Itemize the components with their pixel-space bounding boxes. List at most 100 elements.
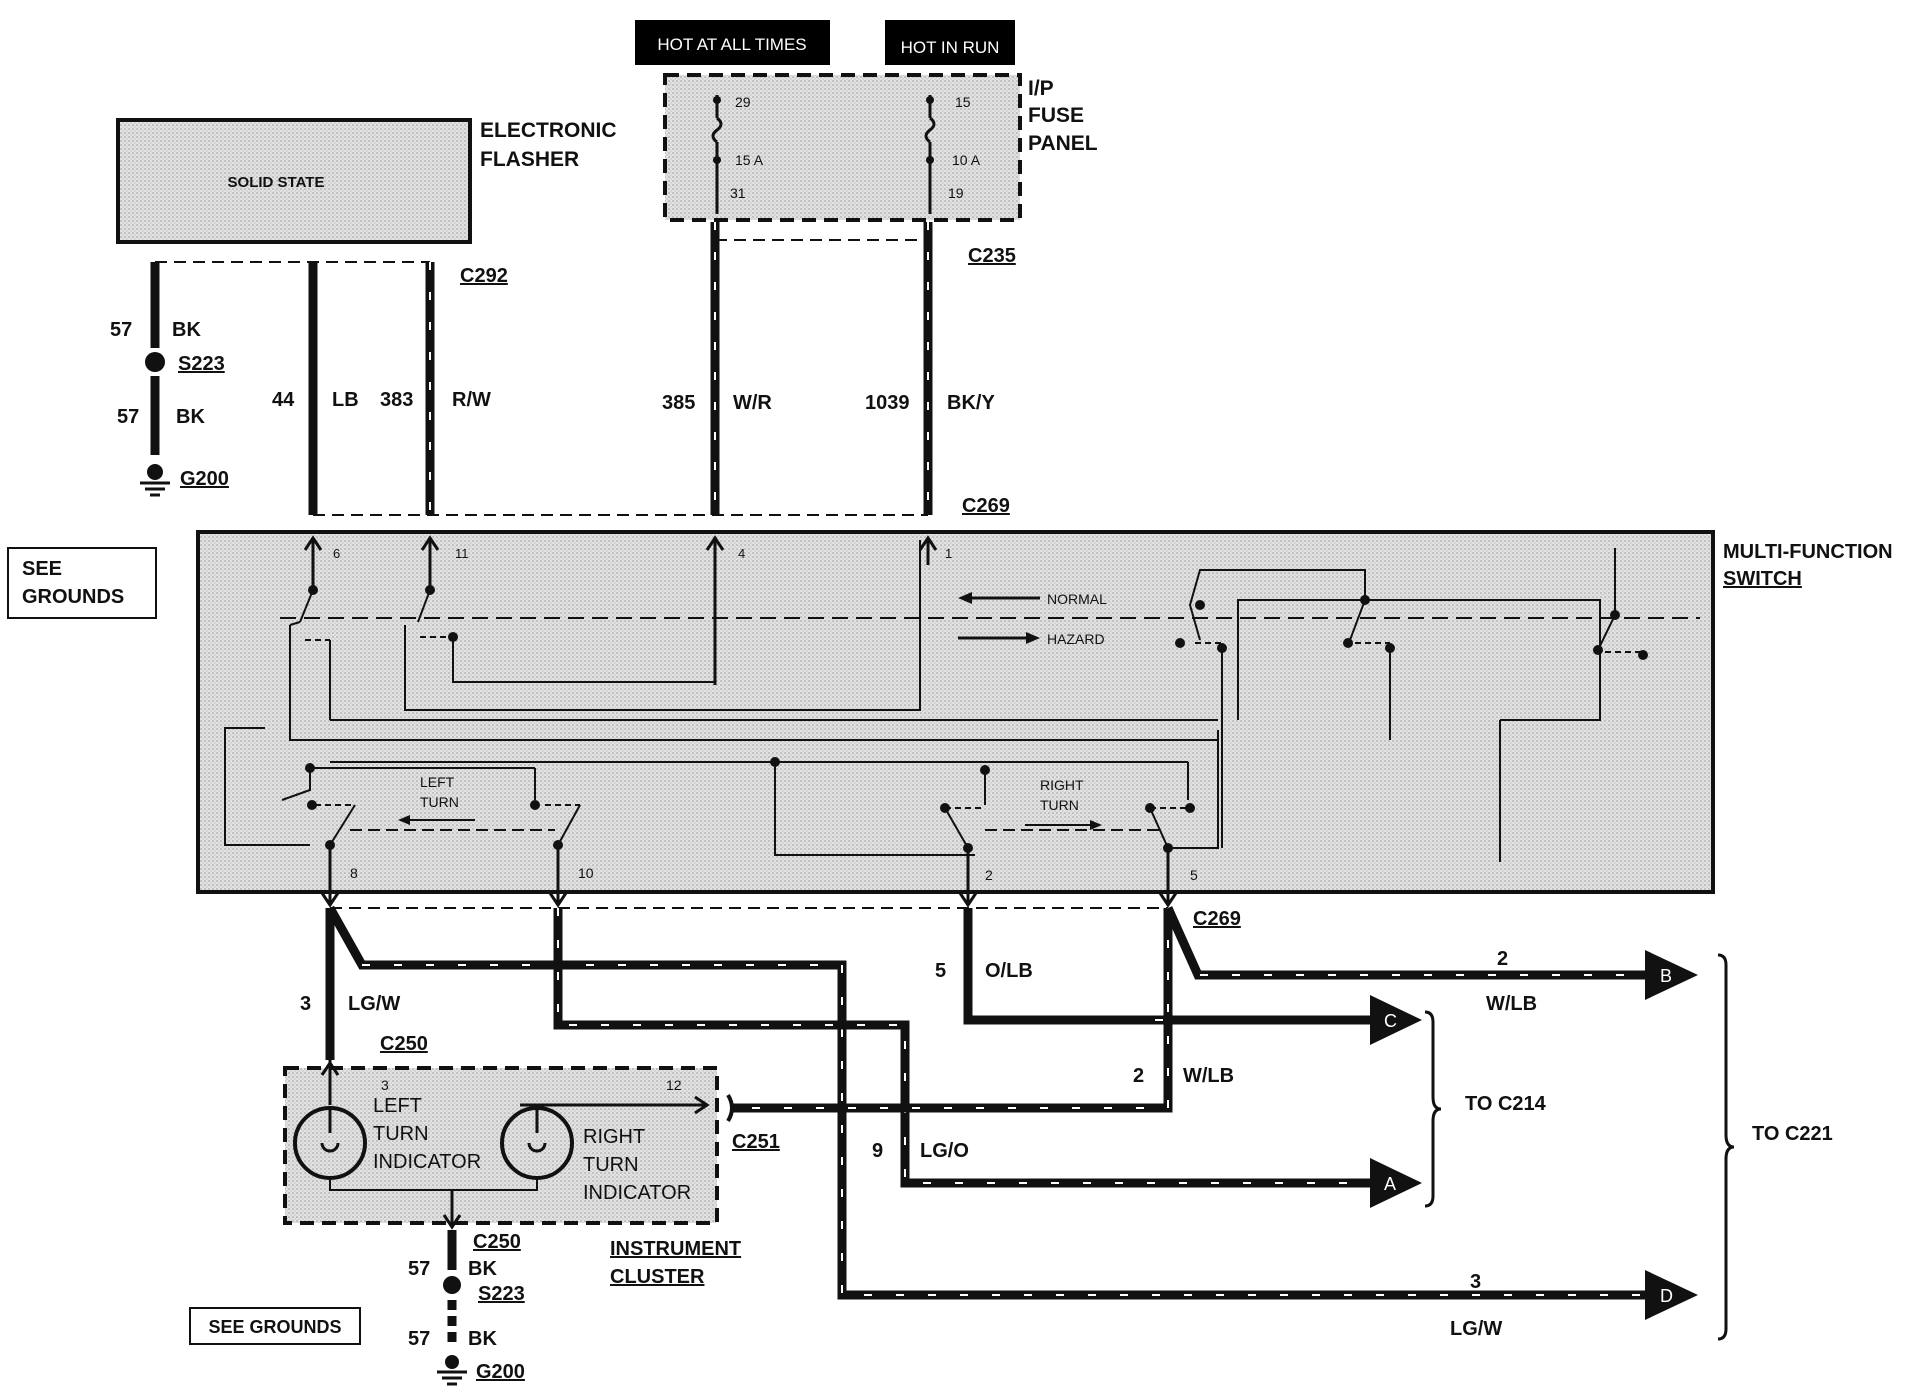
arrow-b-icon: B: [1645, 950, 1698, 1000]
wire-5-num: 5: [935, 960, 946, 982]
wire-385-wr: 385 W/R: [662, 222, 772, 515]
arrow-d-label: D: [1660, 1286, 1673, 1306]
mfs-pin-6: 6: [333, 546, 340, 561]
mfs-pin-1: 1: [945, 546, 952, 561]
gnd-top-wire1-num: 57: [110, 319, 132, 341]
right-turn-arrow-icon: [1025, 820, 1102, 830]
mfs-title-1: MULTI-FUNCTION: [1723, 541, 1893, 563]
arrow-a-label: A: [1384, 1174, 1396, 1194]
fuse-29-rating: 15 A: [735, 152, 764, 168]
wire-383-num: 383: [380, 389, 413, 411]
wire-383-color: R/W: [452, 389, 491, 411]
mfs-hazard: HAZARD: [1047, 631, 1105, 647]
brace-to-c214: [1424, 1010, 1442, 1208]
mfs-right-turn-1: RIGHT: [1040, 777, 1084, 793]
c251-label: C251: [732, 1131, 780, 1153]
wire-3-lgw: 3 LG/W: [300, 905, 1650, 1300]
wire-2-num: 2: [1133, 1065, 1144, 1087]
mfs-pin-8: 8: [350, 865, 358, 881]
gnd-top-ground: G200: [180, 468, 229, 490]
fuse-15: 15 10 A 19: [924, 94, 981, 214]
fuse-15-rating: 10 A: [952, 152, 981, 168]
left-indicator-3: INDICATOR: [373, 1151, 481, 1173]
gnd-bot-ground: G200: [476, 1361, 525, 1383]
see-grounds-l2: GROUNDS: [22, 586, 124, 608]
see-grounds-bottom-box: SEE GROUNDS: [189, 1307, 361, 1345]
wire-9-color: LG/O: [920, 1140, 969, 1162]
ground-symbol-icon: [140, 464, 170, 497]
left-turn-arrow-icon: [398, 815, 475, 825]
wire-9-num: 9: [872, 1140, 883, 1162]
wire-2-color: W/LB: [1183, 1065, 1234, 1087]
mfs-normal: NORMAL: [1047, 591, 1107, 607]
wire-383-rw: 383 R/W: [380, 262, 491, 515]
arrow-d-icon: D: [1645, 1270, 1698, 1320]
normal-arrow-icon: [958, 592, 1040, 604]
hot-at-all-times-label: HOT AT ALL TIMES: [657, 35, 806, 54]
wire-5-color: O/LB: [985, 960, 1033, 982]
fuse-15-top: 15: [955, 94, 971, 110]
wire-44-num: 44: [272, 389, 295, 411]
wire-44-lb: 44 LB: [272, 262, 359, 515]
c269-bottom-label: C269: [1193, 908, 1241, 930]
mfs-pin-2: 2: [985, 867, 993, 883]
wire-9-lgo: 9 LG/O: [553, 908, 1375, 1188]
arrow-a-icon: A: [1370, 1158, 1422, 1208]
brace-to-c221: [1717, 953, 1735, 1341]
wire-3-num: 3: [300, 993, 311, 1015]
wire-3-color: LG/W: [348, 993, 400, 1015]
hot-in-run-label: HOT IN RUN: [901, 38, 1000, 57]
right-indicator-3: INDICATOR: [583, 1182, 691, 1204]
ground-circuit-bottom: C250 57 BK S223 57 BK G200: [408, 1230, 525, 1386]
see-grounds-bottom: SEE GROUNDS: [208, 1317, 341, 1337]
gnd-bot-wire1-num: 57: [408, 1258, 430, 1280]
c269-top-label: C269: [962, 495, 1010, 517]
mfs-left-turn-1: LEFT: [420, 774, 455, 790]
wire-44-color: LB: [332, 389, 359, 411]
see-grounds-l1: SEE: [22, 558, 62, 580]
ground-circuit-top: 57 BK S223 57 BK G200: [110, 262, 229, 497]
gnd-top-wire2-color: BK: [176, 406, 205, 428]
wire-to-b: 2 W/LB: [1163, 906, 1650, 1015]
flasher-title-2: FLASHER: [480, 148, 579, 171]
wire-1039-num: 1039: [865, 392, 910, 414]
gnd-bot-wire1-color: BK: [468, 1258, 497, 1280]
flasher-title-1: ELECTRONIC: [480, 119, 617, 142]
instrument-cluster: C250 3 12 LEFT TURN INDICATOR RIGHT TURN…: [283, 1033, 741, 1288]
gnd-top-wire2-num: 57: [117, 406, 139, 428]
fuse-29-bottom: 31: [730, 185, 746, 201]
gnd-bot-wire2-color: BK: [468, 1328, 497, 1350]
mfs-title-2: SWITCH: [1723, 568, 1802, 590]
gnd-bot-splice: S223: [478, 1283, 525, 1305]
left-indicator-2: TURN: [373, 1123, 429, 1145]
arrow-b-label: B: [1660, 966, 1672, 986]
flasher-body-label: SOLID STATE: [228, 174, 325, 191]
wire-385-num: 385: [662, 392, 695, 414]
c292-label: C292: [460, 265, 508, 287]
hot-in-run-box: HOT IN RUN: [885, 20, 1015, 65]
fuse-29-top: 29: [735, 94, 751, 110]
to-c214-label: TO C214: [1465, 1093, 1547, 1115]
arrow-c-icon: C: [1370, 995, 1422, 1045]
wire-to-b-num: 2: [1497, 948, 1508, 970]
mfs-pin-11: 11: [455, 546, 469, 561]
c250-bottom-label: C250: [473, 1231, 521, 1253]
c251-connector: C251: [726, 1093, 780, 1153]
hazard-arrow-icon: [958, 632, 1040, 644]
see-grounds-box: SEE GROUNDS: [7, 547, 157, 619]
right-indicator-1: RIGHT: [583, 1126, 645, 1148]
wire-1039-bky: 1039 BK/Y: [865, 222, 995, 515]
ground-symbol-bottom-icon: [437, 1355, 467, 1386]
multi-function-switch: MULTI-FUNCTION SWITCH 6 11 4 1 NORMAL HA…: [196, 530, 1893, 908]
fuse-15-bottom: 19: [948, 185, 964, 201]
fuse-29: 29 15 A 31: [711, 94, 764, 214]
wire-to-d-num: 3: [1470, 1271, 1481, 1293]
wire-to-b-color: W/LB: [1486, 993, 1537, 1015]
to-c221-label: TO C221: [1752, 1123, 1833, 1145]
cluster-pin-12: 12: [666, 1077, 682, 1093]
gnd-bot-wire2-num: 57: [408, 1328, 430, 1350]
electronic-flasher: SOLID STATE ELECTRONIC FLASHER: [116, 118, 617, 244]
mfs-pin-5: 5: [1190, 867, 1198, 883]
c250-top-label: C250: [380, 1033, 428, 1055]
